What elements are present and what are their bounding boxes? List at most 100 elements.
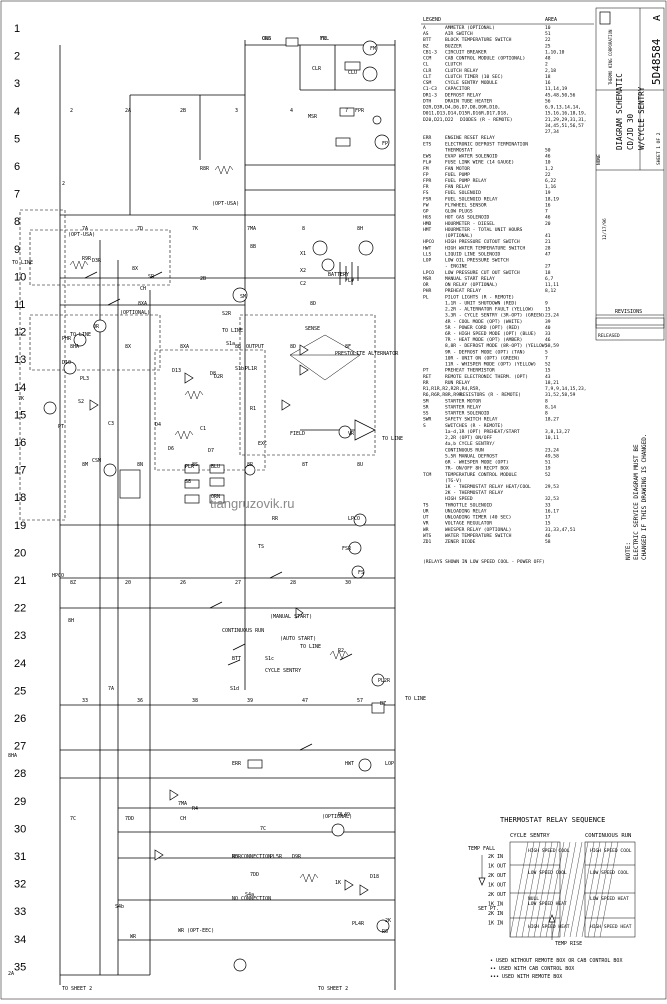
row-number: 8 [14, 216, 20, 228]
legend-code: GP [423, 209, 429, 215]
component-label: S4b [115, 904, 124, 910]
wire-number: 26 [180, 580, 186, 586]
wire-number: CH [180, 816, 186, 822]
component-label: PL49 [338, 812, 350, 818]
component-label: R6 [382, 929, 388, 935]
row-number: 15 [14, 409, 26, 421]
component-label: S1a [226, 341, 235, 347]
component-label: 7A [108, 686, 114, 692]
row-number: 35 [14, 961, 26, 973]
schematic-label-cycle-sentry: CYCLE SENTRY [265, 668, 301, 674]
component-label: PL5R [270, 854, 283, 860]
schematic-label-to-line: TO LINE [12, 260, 33, 266]
legend-description: FUSE LINK WIRE (14 GAUGE) [445, 160, 514, 166]
schematic-label-to-line: TO LINE [405, 696, 426, 702]
hatch-line [551, 841, 571, 938]
row-number: 34 [14, 934, 26, 946]
row-number: 26 [14, 713, 26, 725]
row-number: 25 [14, 685, 26, 697]
component-label: MSR [308, 114, 318, 120]
legend-area: 46 [545, 154, 551, 160]
legend-code: RR [423, 380, 429, 386]
legend-footer: (RELAYS SHOWN IN LOW SPEED COOL - POWER … [423, 559, 545, 565]
component-label: PHR [62, 336, 72, 342]
component-label: FP [382, 141, 388, 147]
drawing-number: 5D48584 [650, 38, 663, 85]
schematic-label-output: OUTPUT [246, 344, 264, 350]
legend-code: MSR [423, 276, 432, 282]
wire-number: 4 [290, 108, 293, 114]
legend-area: 23,24 [545, 313, 559, 319]
legend-area: 15 [545, 368, 551, 374]
hatch-line [575, 841, 595, 938]
legend-area: 18 [545, 270, 551, 276]
wire-number: 7K [192, 226, 198, 232]
component-label: CLR [312, 66, 322, 72]
legend-description: DEFROST RELAY [445, 92, 481, 98]
row-number: 33 [14, 906, 26, 918]
legend-area: 25 [545, 43, 551, 49]
legend-row: 9R - DEFROST MODE (OPT) (TAN)5 [445, 349, 548, 355]
component-label: BLU [211, 464, 220, 470]
legend-row: 10R - UNIT ON (OPT) (GREEN)7 [445, 355, 548, 361]
legend-area: 15 [545, 521, 551, 527]
legend-code: R1,R1R,R2,R2R,R4,R5R, [423, 386, 481, 392]
legend-code: CCM [423, 56, 432, 62]
wire-number: 8R [247, 462, 254, 468]
legend-code: CLT [423, 74, 432, 80]
legend-code: WTS [423, 533, 432, 539]
schematic-label-no-connection: NO CONNECTION [232, 896, 271, 902]
schematic-label-auto-start: (AUTO START) [280, 636, 316, 642]
component-label: PLR [185, 464, 195, 470]
legend-description: MANUAL START RELAY [445, 276, 495, 282]
legend-area: 17 [545, 515, 551, 521]
component-label: BZ [380, 701, 386, 707]
continuous-run-mode: HIGH SPEED COOL [590, 848, 632, 854]
component-label: SR [148, 274, 155, 280]
legend-area: 1,16 [545, 184, 556, 190]
component-label: FM [370, 46, 376, 52]
legend-area: 9 [545, 300, 548, 306]
component-label: CB3 [262, 36, 271, 42]
legend-area: 56 [545, 98, 551, 104]
schematic-label-optional: (OPTIONAL) [120, 310, 150, 316]
legend-area: 1,2 [545, 166, 554, 172]
legend-area: 48 [545, 56, 551, 62]
hatch-line [545, 841, 565, 938]
legend-description: BUZZER [445, 43, 462, 49]
legend-description: UNLOADING RELAY [445, 508, 487, 514]
component-label: S1d [230, 686, 239, 692]
component-label: FSR [342, 546, 352, 552]
legend-description: HOURMETER - DIESEL [445, 221, 495, 227]
legend-area: 8,14 [545, 404, 556, 410]
component-label: X2 [300, 268, 306, 274]
hatch-line [599, 841, 619, 938]
wire-number: 8HA [70, 344, 79, 350]
legend-code: BZ [423, 43, 429, 49]
component-label: R8R [200, 166, 210, 172]
legend-description: RESISTORS (R - REMOTE) [460, 392, 521, 398]
revisions-header: REVISIONS [615, 309, 642, 315]
component-label: S8 [185, 479, 191, 485]
legend-description: CAB CONTROL MODULE (OPTIONAL) [445, 56, 525, 62]
schematic-label-exc: EXC [258, 441, 267, 447]
row-number: 23 [14, 630, 26, 642]
wire-number: 7D [137, 226, 143, 232]
legend-description: LOW OIL PRESSURE SWITCH [445, 258, 509, 264]
component-label: LOP [385, 761, 394, 767]
component-label: R5R [232, 854, 242, 860]
legend-code: SS [423, 411, 429, 417]
component-label: 8B [250, 244, 256, 250]
wire-number: 7DD [125, 816, 134, 822]
legend-description: LIQUID LINE SOLENOID [445, 251, 501, 257]
legend-area: 18 [545, 74, 551, 80]
